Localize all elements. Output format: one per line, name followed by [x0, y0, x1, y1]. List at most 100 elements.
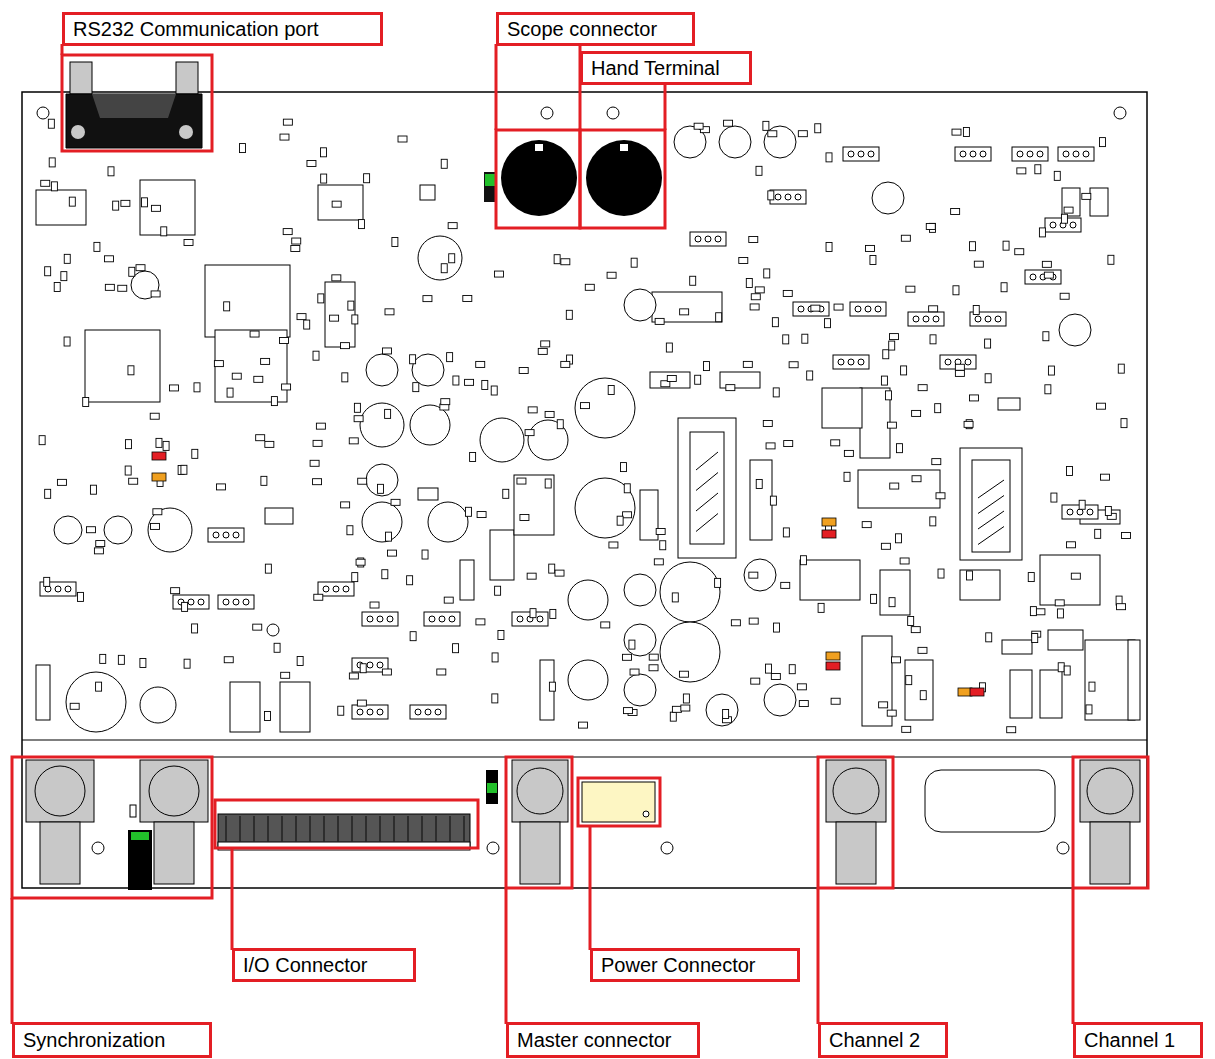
- smd-part: [1082, 193, 1091, 199]
- connector-pin: [323, 816, 325, 842]
- board-detail: [1072, 888, 1075, 1024]
- board-detail: [865, 306, 871, 312]
- capacitor: [764, 126, 796, 158]
- connector-pin: [253, 816, 255, 842]
- board-detail: [696, 452, 718, 470]
- smd-part: [184, 239, 193, 245]
- smd-part: [831, 440, 840, 446]
- board-detail: [965, 359, 971, 365]
- transistor-package: [850, 302, 886, 316]
- smd-part: [911, 627, 920, 633]
- smd-part: [271, 397, 277, 406]
- smd-part: [538, 348, 547, 354]
- smd-part: [951, 209, 960, 215]
- smd-part: [620, 463, 626, 472]
- board-detail: [517, 768, 563, 814]
- smd-part: [142, 198, 148, 207]
- board-detail: [817, 888, 820, 1024]
- smd-part: [194, 383, 200, 392]
- smd-part: [482, 380, 488, 389]
- smd-part: [128, 366, 134, 375]
- ic-package: [650, 372, 690, 388]
- ic-package: [652, 292, 722, 322]
- board-detail: [855, 306, 861, 312]
- board-detail: [71, 125, 85, 139]
- smd-part: [282, 384, 291, 390]
- smd-part: [254, 376, 263, 382]
- smd-part: [607, 272, 616, 278]
- smd-part: [834, 304, 843, 310]
- smd-part: [953, 286, 959, 295]
- smd-part: [280, 337, 289, 343]
- smd-part: [437, 669, 446, 675]
- ic-package: [85, 330, 160, 402]
- smd-part: [890, 483, 899, 489]
- smd-part: [887, 422, 896, 428]
- smd-part: [463, 295, 472, 301]
- connector-pin: [449, 816, 451, 842]
- board-detail: [343, 586, 349, 592]
- smd-part: [1095, 529, 1101, 538]
- board-detail: [975, 316, 981, 322]
- connector-pin: [421, 816, 423, 842]
- ic-package: [1002, 640, 1032, 654]
- smd-part: [385, 532, 391, 541]
- capacitor: [575, 378, 635, 438]
- smd-part: [1035, 165, 1041, 174]
- ic-package: [960, 448, 1022, 560]
- board-detail: [705, 236, 711, 242]
- board-detail: [535, 144, 543, 151]
- led-part: [822, 518, 836, 526]
- callout-label: I/O Connector: [232, 948, 416, 982]
- smd-part: [862, 522, 871, 528]
- smd-part: [470, 452, 476, 461]
- smd-part: [316, 423, 325, 429]
- callout-label: Channel 2: [818, 1022, 948, 1058]
- smd-part: [1054, 171, 1060, 180]
- smd-part: [297, 314, 306, 320]
- smd-part: [631, 258, 637, 267]
- board-detail: [333, 586, 339, 592]
- smd-part: [756, 479, 762, 488]
- board-detail: [775, 194, 781, 200]
- smd-part: [150, 523, 159, 529]
- board-detail: [826, 760, 886, 822]
- board-detail: [661, 842, 673, 854]
- smd-part: [1101, 474, 1110, 480]
- board-detail: [487, 842, 499, 854]
- smd-part: [51, 182, 57, 191]
- board-detail: [213, 532, 219, 538]
- board-detail: [62, 55, 212, 151]
- smd-part: [118, 285, 127, 291]
- smd-part: [918, 385, 927, 391]
- capacitor: [706, 694, 738, 726]
- ic-package: [678, 418, 736, 558]
- board-detail: [1087, 768, 1133, 814]
- smd-part: [926, 223, 935, 229]
- smd-part: [349, 438, 358, 444]
- smd-part: [895, 534, 901, 543]
- board-detail: [836, 822, 876, 884]
- smd-part: [407, 576, 413, 585]
- smd-part: [332, 275, 341, 281]
- smd-part: [57, 479, 66, 485]
- board-detail: [176, 62, 198, 94]
- smd-part: [413, 383, 419, 392]
- smd-part: [938, 569, 944, 578]
- smd-part: [549, 682, 555, 691]
- smd-part: [906, 286, 915, 292]
- board-detail: [512, 760, 568, 822]
- smd-part: [585, 284, 594, 290]
- smd-part: [377, 484, 383, 493]
- smd-part: [1015, 249, 1024, 255]
- smd-part: [609, 542, 618, 548]
- board-detail: [843, 147, 879, 161]
- smd-part: [554, 255, 560, 264]
- smd-part: [660, 541, 666, 550]
- connector-pin: [281, 816, 283, 842]
- smd-part: [94, 548, 103, 554]
- board-detail: [715, 236, 721, 242]
- board-detail: [188, 599, 194, 605]
- board-detail: [1073, 757, 1148, 888]
- board-detail: [387, 616, 393, 622]
